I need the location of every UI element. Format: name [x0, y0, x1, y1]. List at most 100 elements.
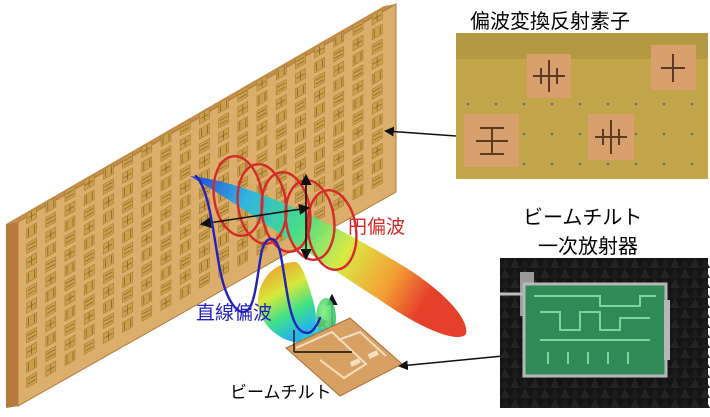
photo-dot [606, 102, 610, 106]
absorber-cone [570, 378, 580, 388]
panel-cell [333, 135, 345, 152]
absorber-cone [700, 288, 710, 298]
panel-cell [160, 189, 172, 207]
absorber-cone [670, 338, 680, 348]
absorber-cone [670, 328, 680, 338]
panel-cell [64, 289, 76, 307]
absorber-cone [550, 258, 560, 268]
panel-cell [45, 211, 57, 229]
panel-cell [237, 115, 249, 133]
absorber-cone [650, 268, 660, 278]
absorber-cone [510, 328, 520, 338]
panel-cell [314, 41, 325, 59]
panel-cell [352, 124, 364, 141]
panel-cell [83, 293, 95, 311]
panel-cell [160, 294, 172, 311]
absorber-cone [590, 268, 600, 278]
panel-cell [141, 290, 153, 307]
absorber-cone [620, 388, 630, 398]
absorber-cone [600, 258, 610, 268]
panel-cell [64, 259, 76, 277]
panel-cell [103, 178, 114, 195]
photo-dot [690, 162, 694, 166]
absorber-cone [680, 318, 690, 328]
panel-cell [314, 131, 325, 148]
panel-cell [122, 301, 133, 319]
absorber-cone [660, 398, 670, 408]
absorber-cone [560, 378, 570, 388]
absorber-cone [500, 258, 510, 268]
absorber-cone [520, 258, 530, 268]
photo-dot [550, 102, 554, 106]
panel-cell [103, 297, 114, 315]
panel-cell [26, 311, 37, 329]
panel-cell [371, 8, 383, 26]
panel-cell [314, 56, 325, 74]
panel-cell [275, 63, 287, 81]
panel-cell [199, 137, 210, 155]
panel-cell [295, 67, 306, 85]
panel-cell [179, 178, 191, 196]
panel-cell [333, 120, 345, 137]
absorber-cone [600, 378, 610, 388]
absorber-cone [680, 268, 690, 278]
absorber-cone [540, 258, 550, 268]
panel-cell [64, 349, 76, 367]
absorber-cone [500, 368, 510, 378]
panel-cell [237, 130, 249, 148]
absorber-cone [670, 398, 680, 408]
absorber-cone [570, 398, 580, 408]
panel-cell [218, 111, 229, 129]
absorber-cone [690, 288, 700, 298]
absorber-cone [500, 348, 510, 358]
absorber-cone [660, 258, 670, 268]
absorber-cone [700, 368, 710, 378]
panel-cell [199, 152, 210, 170]
absorber-cone [590, 378, 600, 388]
pointer-arrows [384, 126, 504, 371]
absorber-cone [640, 378, 650, 388]
absorber-cone [510, 348, 520, 358]
linear-polarization-wave [194, 174, 322, 335]
absorber-cone [550, 268, 560, 278]
absorber-cone [500, 278, 510, 288]
panel-cell [26, 267, 37, 284]
absorber-cone [700, 268, 710, 278]
panel-cell [371, 53, 383, 71]
panel-cell [256, 104, 268, 122]
absorber-cone [610, 258, 620, 268]
absorber-cone [680, 258, 690, 268]
absorber-cone [650, 378, 660, 388]
absorber-cone [690, 278, 700, 288]
beam-tilt-label: ビームチルト [230, 383, 332, 403]
absorber-cone [680, 378, 690, 388]
absorber-cone [540, 398, 550, 408]
panel-cell [26, 252, 37, 269]
absorber-cone [630, 268, 640, 278]
helix-turn [212, 155, 264, 237]
panel-cell [64, 304, 76, 322]
reflector-patch-1 [527, 54, 571, 98]
panel-cell [199, 227, 210, 245]
panel-cell [199, 242, 210, 259]
panel-cell [333, 75, 345, 93]
absorber-cone [540, 378, 550, 388]
absorber-cone [700, 258, 710, 268]
panel-cell [141, 200, 153, 218]
absorber-cone [500, 398, 510, 408]
primary-radiator-photo [500, 258, 710, 408]
panel-cell [103, 222, 114, 240]
absorber-cone [660, 378, 670, 388]
panel-cell [83, 308, 95, 326]
panel-cell [103, 282, 114, 300]
panel-cell [160, 264, 172, 282]
panel-cell [122, 197, 133, 214]
absorber-cone [610, 268, 620, 278]
panel-cell [64, 215, 76, 232]
absorber-cone [670, 298, 680, 308]
absorber-cone [580, 268, 590, 278]
panel-cell [83, 189, 95, 207]
absorber-cone [510, 398, 520, 408]
panel-cell [333, 164, 345, 182]
